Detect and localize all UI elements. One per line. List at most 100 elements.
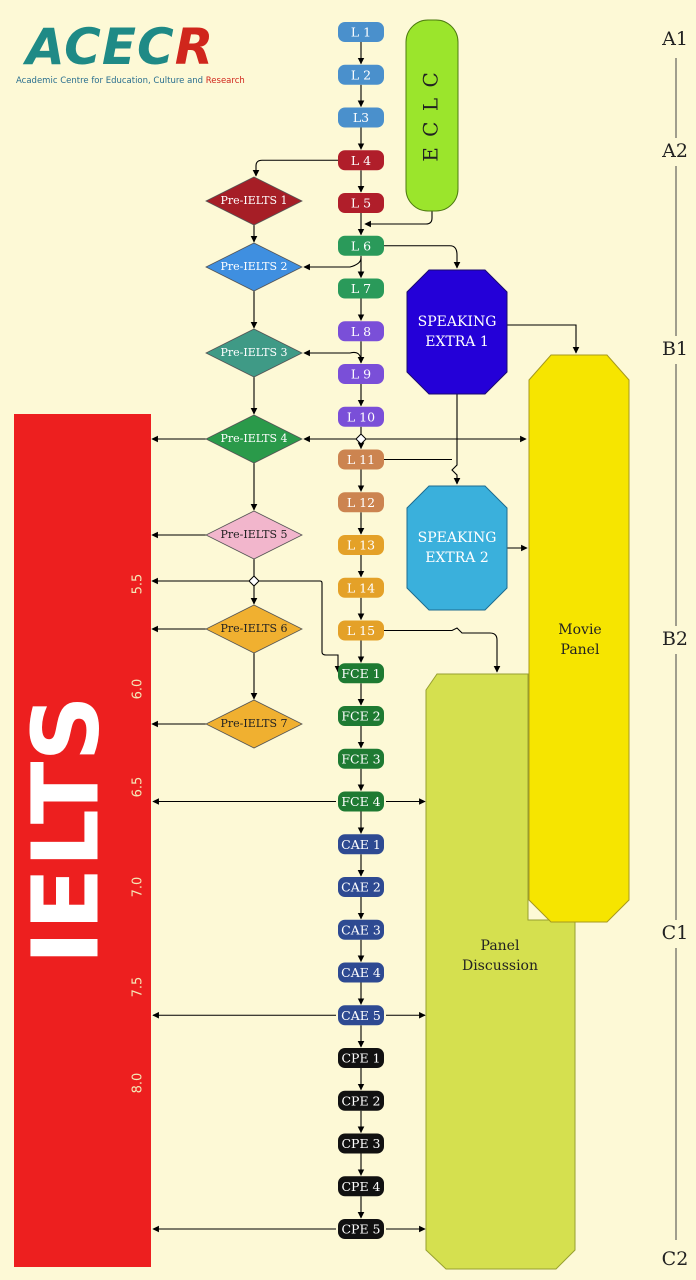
level-pill <box>338 1133 384 1154</box>
connector-line <box>303 257 362 275</box>
level-pill <box>338 107 384 128</box>
cefr-label-bg <box>656 138 694 166</box>
level-pill <box>338 834 384 855</box>
level-pill <box>338 577 384 598</box>
level-label: FCE 1 <box>341 666 380 681</box>
cefr-level-label: C2 <box>662 1248 689 1270</box>
speaking-extra-1-label: SPEAKING <box>418 314 497 330</box>
level-pill <box>338 1219 384 1239</box>
logo-wordmark: ACECR <box>26 18 215 76</box>
level-label: CPE 5 <box>341 1222 380 1237</box>
pre-ielts-label: Pre-IELTS 5 <box>220 528 287 541</box>
level-label: L3 <box>353 110 369 125</box>
level-pill <box>338 877 384 897</box>
connector-line <box>384 245 461 269</box>
level-pill <box>338 492 384 513</box>
level-label: L 8 <box>351 324 371 339</box>
level-label: L 9 <box>351 367 371 382</box>
connector-line <box>364 211 433 228</box>
connector-line <box>252 159 338 177</box>
level-label: CAE 4 <box>341 965 381 980</box>
cefr-label-bg <box>656 336 694 364</box>
junction-node <box>355 433 367 445</box>
level-pill <box>338 64 384 85</box>
level-label: L 10 <box>347 409 375 424</box>
connector-line <box>507 324 580 354</box>
connector-line <box>451 394 461 485</box>
pre-ielts-diamond <box>205 510 303 560</box>
panel-discussion-shape <box>425 673 576 1270</box>
level-label: CAE 2 <box>341 880 381 895</box>
connector-line <box>303 349 362 363</box>
connector-line <box>384 627 501 673</box>
level-label: L 13 <box>347 538 375 553</box>
speaking-extra-1-shape <box>406 269 508 395</box>
ielts-band-score: 6.5 <box>131 777 146 798</box>
pre-ielts-diamond <box>205 328 303 378</box>
movie-panel-label: Movie <box>558 622 601 638</box>
level-pill <box>338 321 384 342</box>
connector-line <box>259 580 342 673</box>
level-label: L 4 <box>351 153 371 168</box>
level-label: L 7 <box>351 281 371 296</box>
ielts-band-score: 8.0 <box>131 1073 146 1094</box>
junction-node <box>248 575 260 587</box>
level-pill <box>338 748 384 769</box>
pre-ielts-diamond <box>205 242 303 292</box>
cefr-label-bg <box>656 1246 694 1274</box>
cefr-level-label: B1 <box>662 338 688 360</box>
level-label: CAE 1 <box>341 837 381 852</box>
level-label: L 1 <box>351 25 371 40</box>
movie-panel-label: Panel <box>561 642 600 658</box>
level-label: CAE 3 <box>341 922 381 937</box>
ielts-band-score: 7.5 <box>131 977 146 998</box>
cefr-level-label: B2 <box>662 628 688 650</box>
cefr-level-label: C1 <box>662 922 689 944</box>
level-pill <box>338 150 384 171</box>
level-pill <box>338 791 384 812</box>
panel-discussion-label: Panel <box>481 938 520 954</box>
speaking-extra-1-label: EXTRA 1 <box>425 334 489 350</box>
pre-ielts-label: Pre-IELTS 4 <box>220 432 287 445</box>
pre-ielts-label: Pre-IELTS 7 <box>220 717 287 730</box>
level-pill <box>338 535 384 555</box>
level-label: CPE 4 <box>341 1179 380 1194</box>
level-pill <box>338 364 384 384</box>
pre-ielts-diamond <box>205 604 303 654</box>
level-pill <box>338 706 384 726</box>
level-label: L 2 <box>351 67 371 82</box>
cefr-label-bg <box>656 920 694 948</box>
level-label: L 6 <box>351 238 371 253</box>
ielts-label: IELTS <box>12 695 119 965</box>
cefr-level-label: A1 <box>661 28 688 50</box>
speaking-extra-2-shape <box>406 485 508 611</box>
level-pill <box>338 620 384 641</box>
level-pill <box>338 449 384 470</box>
acecr-logo: ACECR Academic Centre for Education, Cul… <box>14 18 245 98</box>
level-pill <box>338 1176 384 1197</box>
cefr-level-label: A2 <box>661 140 688 162</box>
level-label: L 15 <box>347 623 375 638</box>
pre-ielts-label: Pre-IELTS 3 <box>220 346 287 359</box>
level-pill <box>338 406 384 427</box>
ielts-block <box>14 414 151 1267</box>
movie-panel-shape <box>528 354 630 923</box>
ielts-band-score: 7.0 <box>131 877 146 898</box>
level-label: L 14 <box>347 580 375 595</box>
level-pill <box>338 193 384 213</box>
level-label: L 11 <box>347 452 375 467</box>
cefr-label-bg <box>656 626 694 654</box>
eclc-label: E C L C <box>419 70 443 162</box>
level-label: L 12 <box>347 495 375 510</box>
panel-discussion-label: Discussion <box>462 958 538 974</box>
level-label: CPE 2 <box>341 1093 380 1108</box>
level-pill <box>338 22 384 42</box>
logo-tagline: Academic Centre for Education, Culture a… <box>16 76 245 86</box>
level-label: FCE 2 <box>341 709 380 724</box>
level-label: L 5 <box>351 196 371 211</box>
pre-ielts-label: Pre-IELTS 2 <box>220 260 287 273</box>
level-pill <box>338 919 384 940</box>
pre-ielts-label: Pre-IELTS 1 <box>220 194 287 207</box>
pre-ielts-diamond <box>205 414 303 464</box>
pre-ielts-diamond <box>205 176 303 226</box>
